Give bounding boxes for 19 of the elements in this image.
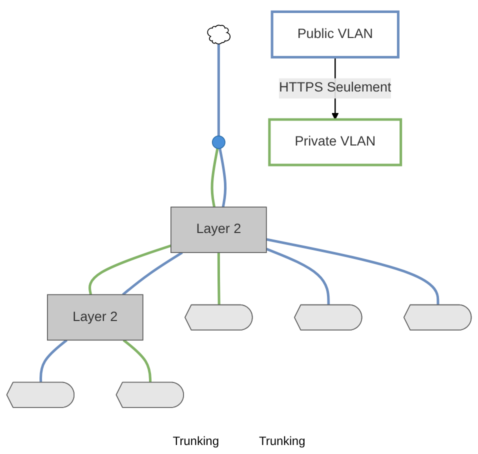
- edge-label: HTTPS Seulement: [278, 81, 392, 96]
- node-router: [212, 136, 226, 150]
- trunking-label: Trunking: [259, 434, 306, 448]
- connector: [217, 44, 220, 136]
- connector: [210, 148, 219, 208]
- node-cloud: [207, 25, 231, 45]
- node-box: Private VLAN: [268, 118, 402, 167]
- node-box: Layer 2: [47, 294, 144, 341]
- connector: [122, 340, 152, 384]
- connector: [217, 252, 220, 306]
- connector: [122, 252, 183, 296]
- connector: [88, 244, 172, 296]
- connector: [266, 248, 330, 306]
- node-box: Layer 2: [170, 207, 267, 254]
- connector: [266, 238, 440, 306]
- trunking-label: Trunking: [172, 434, 219, 448]
- node-box: Public VLAN: [270, 10, 400, 59]
- connector: [40, 340, 68, 384]
- connector: [218, 148, 227, 208]
